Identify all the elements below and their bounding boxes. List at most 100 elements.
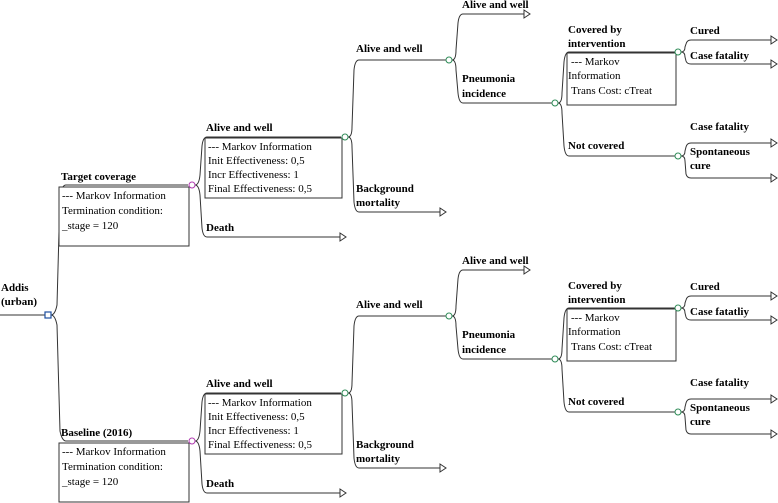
spont-label-line1: Spontaneous xyxy=(690,146,751,158)
covered-info-box xyxy=(566,308,677,362)
covered-info-line: Information xyxy=(568,326,621,338)
cured-label: Cured xyxy=(690,281,720,293)
chance-node[interactable] xyxy=(551,99,559,107)
state-info-line: Init Effectiveness: 0,5 xyxy=(208,155,305,167)
branch-cured xyxy=(680,39,771,53)
branch-death xyxy=(194,184,340,238)
terminal-node[interactable] xyxy=(523,9,531,19)
chance-node[interactable] xyxy=(341,389,349,397)
terminal-node[interactable] xyxy=(339,232,347,242)
terminal-node[interactable] xyxy=(770,138,778,148)
state-alive-label: Alive and well xyxy=(206,122,273,134)
covered-info-line: Trans Cost: cTreat xyxy=(571,341,652,353)
branch-case-fatality-not xyxy=(680,142,771,157)
branch-death xyxy=(194,440,340,494)
branch-background-mortality xyxy=(347,392,440,469)
root-decision-node[interactable] xyxy=(44,311,52,319)
terminal-node[interactable] xyxy=(439,207,447,217)
chance-node[interactable] xyxy=(674,152,682,160)
branch-alive-and-well xyxy=(347,59,446,138)
pneumonia-label-line2: incidence xyxy=(462,88,506,100)
markov-info-box xyxy=(58,186,190,247)
branch-alive xyxy=(194,392,341,442)
branch-pneumonia xyxy=(451,315,552,360)
covered-label-line1: Covered by xyxy=(568,24,622,36)
root-node-group: Addis (urban) xyxy=(0,184,188,442)
terminal-node[interactable] xyxy=(523,265,531,275)
markov-info-line: Termination condition: xyxy=(62,205,163,217)
state-alive-label: Alive and well xyxy=(206,378,273,390)
branch-alive-and-well xyxy=(347,315,446,394)
chance-node[interactable] xyxy=(445,56,453,64)
case-fatality-covered-label: Case fatatliy xyxy=(690,306,749,318)
state-death-label: Death xyxy=(206,222,234,234)
chance-node[interactable] xyxy=(551,355,559,363)
state-info-line: --- Markov Information xyxy=(208,141,312,153)
markov-info-line: --- Markov Information xyxy=(62,446,166,458)
root-label-line1: Addis xyxy=(1,282,29,294)
arm-bottom-branch xyxy=(50,314,188,442)
terminal-node[interactable] xyxy=(339,488,347,498)
chance-node[interactable] xyxy=(341,133,349,141)
state-info-line: Incr Effectiveness: 1 xyxy=(208,425,299,437)
branch-not-covered xyxy=(557,358,675,413)
branch-case-fatality-not xyxy=(680,398,771,413)
branch-pneumonia xyxy=(451,59,552,104)
pneumonia-label-line2: incidence xyxy=(462,344,506,356)
markov-info-line: _stage = 120 xyxy=(61,476,119,488)
arm-label: Baseline (2016) xyxy=(61,427,133,439)
terminal-node[interactable] xyxy=(770,291,778,301)
branch-cured xyxy=(680,295,771,309)
covered-info-line: Trans Cost: cTreat xyxy=(571,85,652,97)
state-info-line: Init Effectiveness: 0,5 xyxy=(208,411,305,423)
branch-spontaneous-cure xyxy=(680,155,771,179)
terminal-node[interactable] xyxy=(770,429,778,439)
not-covered-label: Not covered xyxy=(568,396,624,408)
spont-label-line1: Spontaneous xyxy=(690,402,751,414)
chance-node[interactable] xyxy=(445,312,453,320)
spont-label-line2: cure xyxy=(690,160,711,172)
branch-case-fatality xyxy=(680,307,771,321)
markov-info-box xyxy=(58,442,190,503)
state-death-label: Death xyxy=(206,478,234,490)
background-label-line1: Background xyxy=(356,183,414,195)
state-info-line: Incr Effectiveness: 1 xyxy=(208,169,299,181)
state-info-line: --- Markov Information xyxy=(208,397,312,409)
alive-label: Alive and well xyxy=(356,299,423,311)
terminal-node[interactable] xyxy=(770,35,778,45)
spont-label-line2: cure xyxy=(690,416,711,428)
alive2-label: Alive and well xyxy=(462,255,529,267)
chance-node[interactable] xyxy=(674,408,682,416)
terminal-node[interactable] xyxy=(770,394,778,404)
terminal-node[interactable] xyxy=(439,463,447,473)
chance-node[interactable] xyxy=(674,304,682,312)
markov-info-line: --- Markov Information xyxy=(62,190,166,202)
background-label-line1: Background xyxy=(356,439,414,451)
alive2-label: Alive and well xyxy=(462,0,529,11)
case-fatality-not-label: Case fatality xyxy=(690,121,749,133)
branch-alive-and-well-2 xyxy=(451,269,524,317)
markov-node[interactable] xyxy=(188,181,196,189)
terminal-node[interactable] xyxy=(770,315,778,325)
covered-info-box xyxy=(566,52,677,106)
branch-case-fatality xyxy=(680,51,771,65)
covered-info-line: --- Markov xyxy=(571,56,620,68)
background-label-line2: mortality xyxy=(356,197,400,209)
covered-label-line2: intervention xyxy=(568,294,625,306)
terminal-node[interactable] xyxy=(770,173,778,183)
state-info-box xyxy=(204,393,343,455)
branch-covered xyxy=(557,307,675,360)
cured-label: Cured xyxy=(690,25,720,37)
arm-label: Target coverage xyxy=(61,171,136,183)
branch-alive-and-well-2 xyxy=(451,13,524,61)
case-fatality-not-label: Case fatality xyxy=(690,377,749,389)
state-info-box xyxy=(204,137,343,199)
covered-info-line: Information xyxy=(568,70,621,82)
markov-node[interactable] xyxy=(188,437,196,445)
chance-node[interactable] xyxy=(674,48,682,56)
branch-spontaneous-cure xyxy=(680,411,771,435)
alive-label: Alive and well xyxy=(356,43,423,55)
terminal-node[interactable] xyxy=(770,59,778,69)
arm-target-coverage: Target coverage --- Markov Information T… xyxy=(58,0,778,247)
